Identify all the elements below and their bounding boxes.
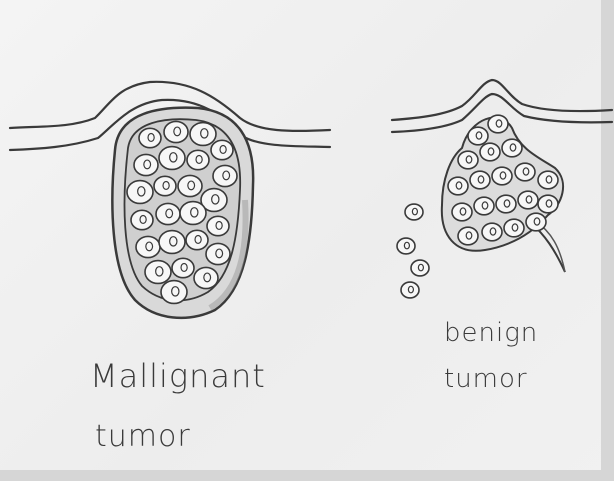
cell — [492, 167, 512, 185]
cell — [504, 219, 524, 237]
cell — [206, 243, 230, 264]
cell — [482, 223, 502, 241]
cell — [518, 191, 538, 209]
cell — [515, 163, 535, 181]
cell — [131, 210, 153, 229]
cell — [178, 175, 202, 196]
cell — [405, 204, 423, 220]
cell — [156, 203, 180, 224]
cell — [474, 197, 494, 215]
cell — [186, 230, 208, 249]
cell — [213, 165, 237, 186]
cell — [526, 213, 546, 231]
malignant-label-line2: tumor — [95, 419, 191, 454]
cell — [164, 121, 188, 142]
benign-label-line1: benign — [444, 318, 538, 348]
cell — [538, 171, 558, 189]
cell — [452, 203, 472, 221]
cell — [154, 176, 176, 195]
cell — [172, 258, 194, 277]
cell — [127, 181, 153, 204]
cell — [207, 216, 229, 235]
cell — [502, 139, 522, 157]
cell — [458, 151, 478, 169]
cell — [136, 236, 160, 257]
cell — [411, 260, 429, 276]
cell — [488, 115, 508, 133]
cell — [159, 147, 185, 170]
cell — [538, 195, 558, 213]
cell — [211, 140, 233, 159]
cell — [401, 282, 419, 298]
cell — [458, 227, 478, 245]
cell — [187, 150, 209, 169]
cell — [448, 177, 468, 195]
cell — [496, 195, 516, 213]
cell — [180, 202, 206, 225]
loose-cells — [397, 204, 429, 298]
malignant-label-line1: Mallignant — [90, 357, 266, 395]
cell — [470, 171, 490, 189]
cell — [190, 123, 216, 146]
cell — [480, 143, 500, 161]
cell — [468, 127, 488, 145]
cell — [139, 128, 161, 147]
cell — [194, 267, 218, 288]
cell — [161, 281, 187, 304]
cell — [397, 238, 415, 254]
cell — [159, 231, 185, 254]
cell — [145, 261, 171, 284]
benign-label-line2: tumor — [444, 364, 528, 394]
cell — [134, 154, 158, 175]
